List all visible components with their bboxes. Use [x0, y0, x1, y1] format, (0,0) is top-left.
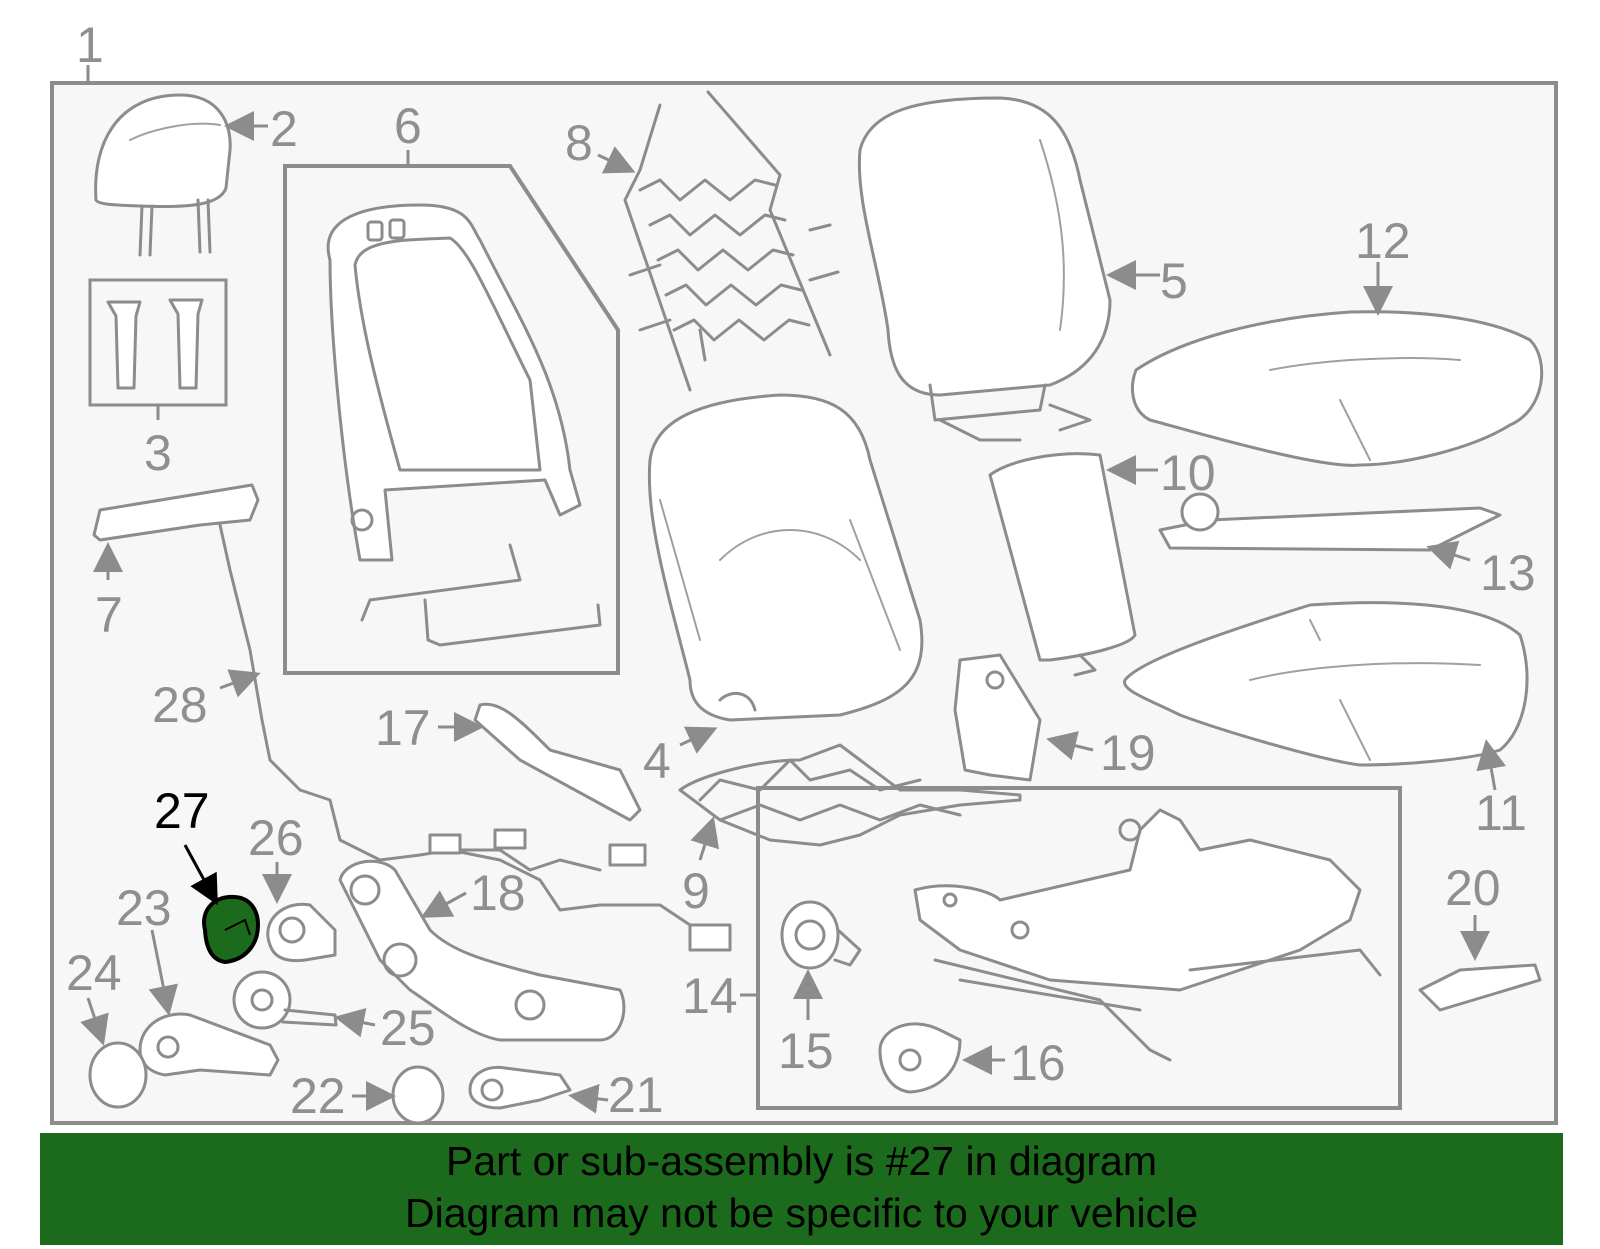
part-14-group-box: [756, 786, 1402, 1110]
callout-4: 4: [643, 733, 671, 789]
callout-3: 3: [144, 425, 172, 481]
callout-10: 10: [1160, 445, 1216, 501]
callout-2: 2: [270, 101, 298, 157]
callout-26: 26: [248, 810, 304, 866]
part-2-headrest[interactable]: [94, 93, 232, 257]
callout-20: 20: [1445, 860, 1501, 916]
callout-15: 15: [778, 1023, 834, 1079]
callout-18: 18: [470, 865, 526, 921]
part-12-seat-cushion-pad[interactable]: [1131, 310, 1544, 467]
callout-21: 21: [608, 1067, 664, 1123]
callout-9: 9: [682, 863, 710, 919]
part-20-trim-piece[interactable]: [1418, 963, 1542, 1012]
part-15-recliner-motor[interactable]: [780, 900, 862, 970]
callout-1: 1: [76, 17, 104, 73]
callout-22: 22: [290, 1068, 346, 1124]
callout-17: 17: [375, 700, 431, 756]
callout-5: 5: [1160, 253, 1188, 309]
part-23-handle[interactable]: [138, 1012, 280, 1077]
part-24-cap[interactable]: [88, 1041, 148, 1109]
callout-12: 12: [1355, 213, 1411, 269]
info-banner: Part or sub-assembly is #27 in diagram D…: [40, 1133, 1563, 1245]
part-26-knob[interactable]: [266, 902, 337, 963]
part-16-recliner-motor[interactable]: [878, 1022, 962, 1094]
part-6-group-box: [283, 164, 620, 675]
part-17-side-trim[interactable]: [473, 702, 642, 822]
part-22-cap[interactable]: [391, 1065, 445, 1125]
part-19-recliner-cover[interactable]: [953, 653, 1042, 782]
callout-25: 25: [380, 1000, 436, 1056]
callout-13: 13: [1480, 545, 1536, 601]
part-4-seatback-pad[interactable]: [647, 393, 924, 722]
part-13-seat-pan-panel[interactable]: [1158, 492, 1502, 552]
callout-27: 27: [154, 783, 210, 839]
callout-11: 11: [1475, 785, 1527, 841]
callout-14: 14: [682, 968, 738, 1024]
part-25-handle[interactable]: [232, 970, 338, 1030]
banner-line-2: Diagram may not be specific to your vehi…: [404, 1190, 1198, 1236]
callout-6: 6: [394, 98, 422, 154]
callout-19: 19: [1100, 725, 1156, 781]
callout-23: 23: [116, 880, 172, 936]
part-3-headrest-guides[interactable]: [88, 278, 228, 407]
callout-16: 16: [1010, 1035, 1066, 1091]
part-5-seatback-cushion[interactable]: [857, 96, 1112, 442]
part-27-highlighted-cap[interactable]: [202, 894, 261, 965]
callout-24: 24: [66, 945, 122, 1001]
part-18-side-shield[interactable]: [338, 859, 626, 1042]
callout-7: 7: [95, 587, 123, 643]
part-6-seatback-frame[interactable]: [326, 203, 602, 647]
banner-line-1: Part or sub-assembly is #27 in diagram: [446, 1138, 1157, 1184]
part-8-lumbar-support[interactable]: [623, 90, 840, 392]
callout-8: 8: [565, 115, 593, 171]
part-10-back-panel[interactable]: [988, 452, 1137, 677]
part-14-seat-adjuster[interactable]: [913, 808, 1382, 1062]
part-11-seat-cushion-cover[interactable]: [1123, 601, 1529, 767]
part-7-bracket[interactable]: [92, 483, 260, 542]
callout-28: 28: [152, 677, 208, 733]
callout-labels: 1 2 3 4 5 6 7 8 9 10 11 12 13 14 15 16 1…: [66, 17, 1536, 1124]
